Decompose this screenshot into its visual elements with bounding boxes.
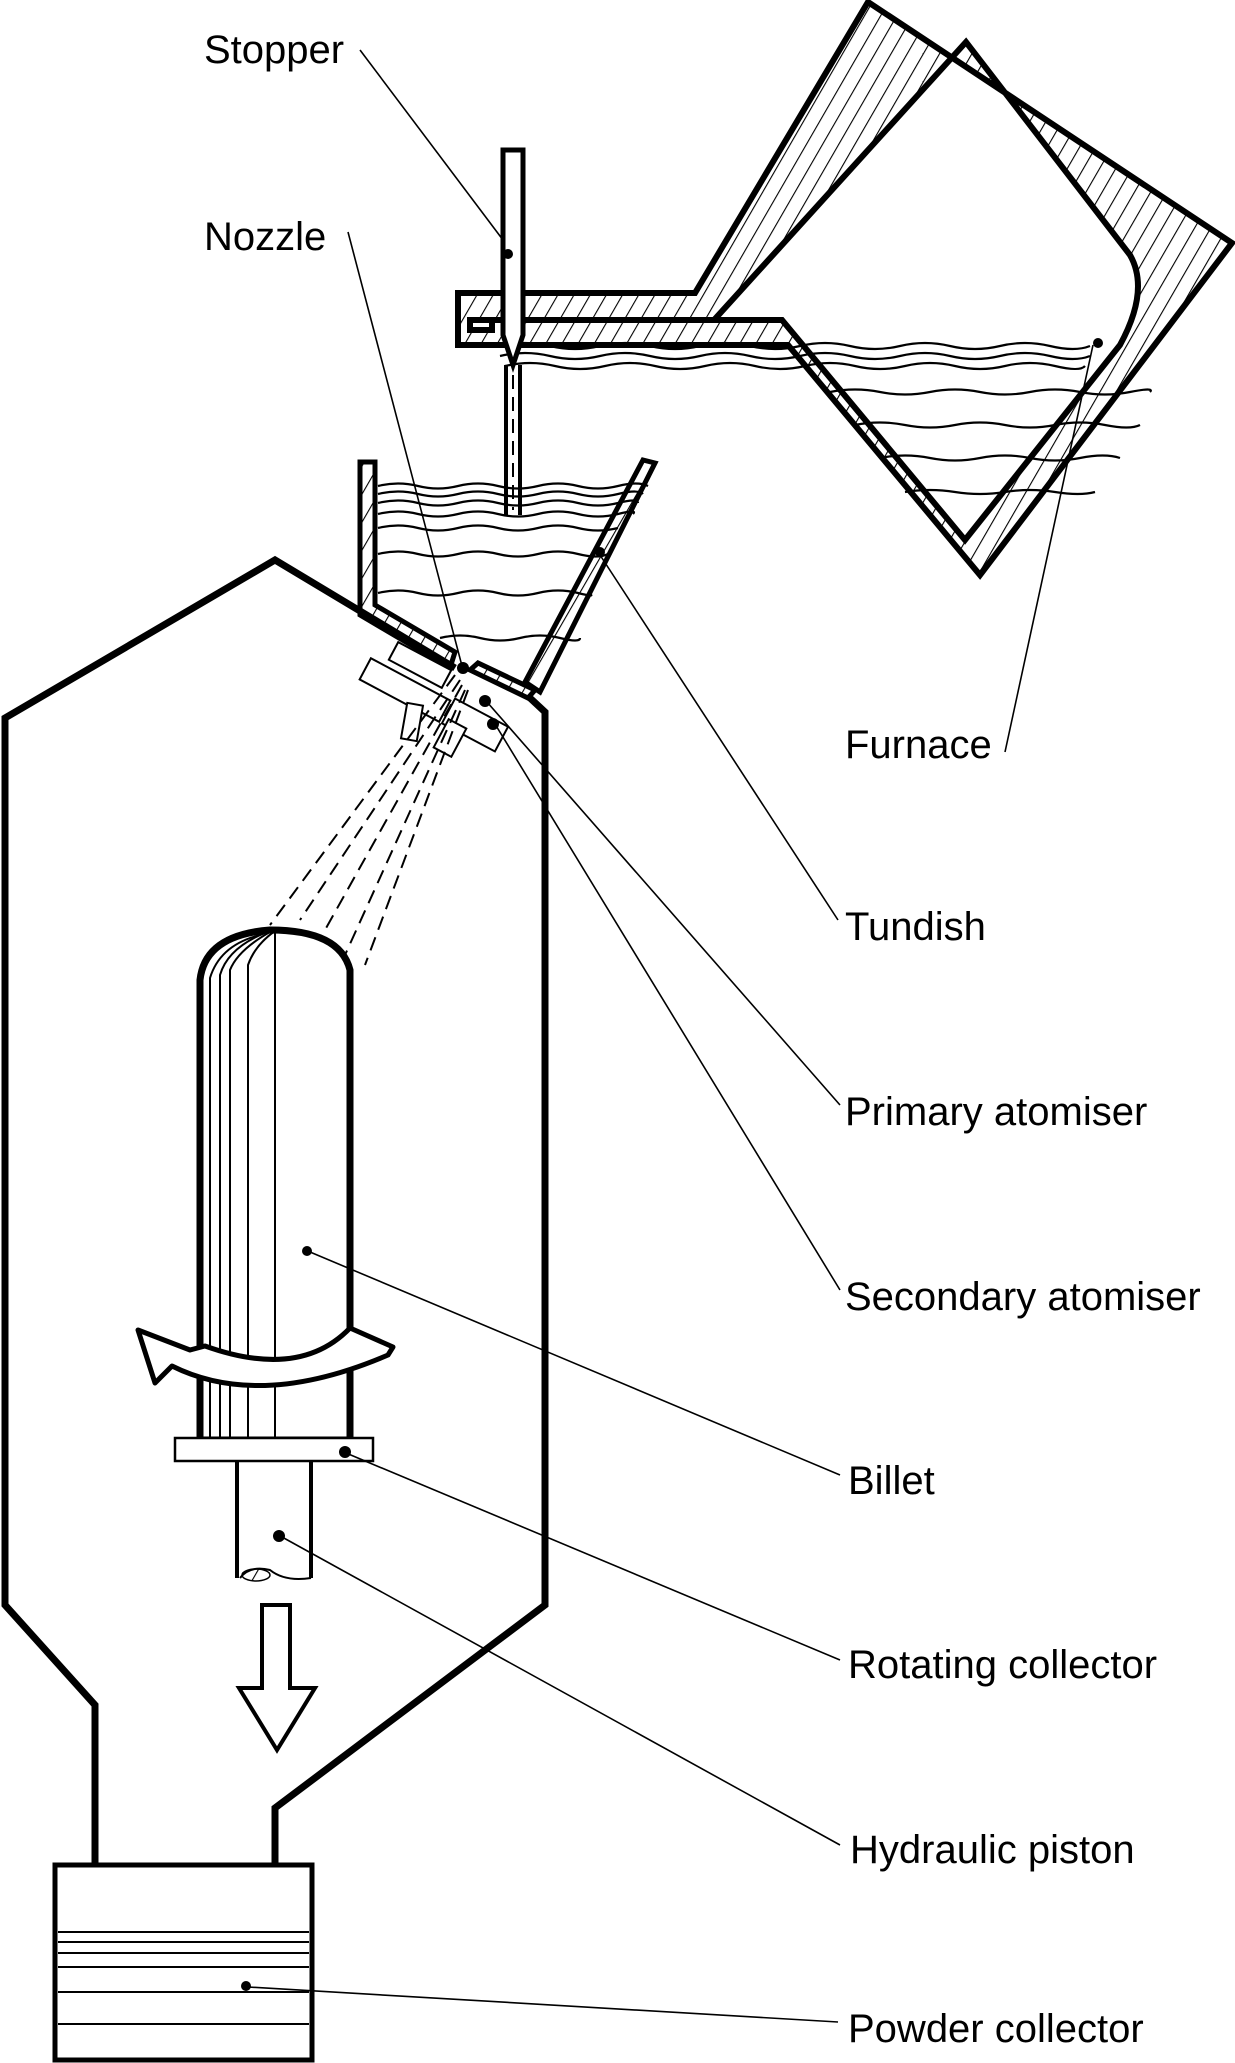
furnace-shell xyxy=(455,0,1235,580)
tundish-right-wall xyxy=(521,457,659,696)
label-powder-collector: Powder collector xyxy=(848,2007,1144,2051)
label-tundish: Tundish xyxy=(845,905,986,949)
label-furnace: Furnace xyxy=(845,723,992,767)
spray-cone xyxy=(269,674,469,966)
label-nozzle: Nozzle xyxy=(204,215,326,259)
leader-lines xyxy=(241,49,1103,2023)
furnace-molten-metal xyxy=(499,341,1152,496)
primary-atomiser xyxy=(358,640,453,743)
label-rotating-collector: Rotating collector xyxy=(848,1643,1157,1687)
down-arrow-icon xyxy=(235,1603,319,1754)
rotation-arrow-icon xyxy=(135,1325,396,1389)
label-secondary-atomiser: Secondary atomiser xyxy=(845,1275,1201,1319)
label-billet: Billet xyxy=(848,1459,935,1503)
powder-collector xyxy=(52,1862,315,2063)
stopper-rod xyxy=(500,147,526,373)
tundish-molten-metal xyxy=(377,482,649,642)
spray-chamber xyxy=(1,555,549,1865)
metal-stream xyxy=(504,365,522,515)
label-stopper: Stopper xyxy=(204,28,344,72)
hydraulic-piston xyxy=(235,1461,313,1582)
furnace xyxy=(455,0,1235,580)
tundish-base xyxy=(465,660,540,702)
label-hydraulic-piston: Hydraulic piston xyxy=(850,1828,1135,1872)
label-primary-atomiser: Primary atomiser xyxy=(845,1090,1147,1134)
rotating-collector-plate xyxy=(173,1436,375,1463)
